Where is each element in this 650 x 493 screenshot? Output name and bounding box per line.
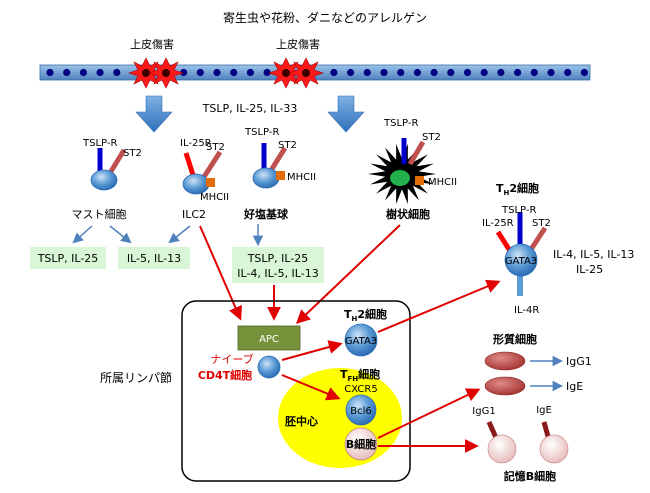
th2-gata3-label: GATA3 [345, 336, 377, 347]
tfh-label-sub: FH [348, 375, 359, 383]
tfh-label-prefix: T [340, 368, 348, 381]
mast-cell [90, 148, 127, 191]
ilc2-to-apc-arrow [199, 225, 242, 321]
memory-igg1-label: IgG1 [472, 406, 495, 417]
dendritic-tslpr-label: TSLP-R [383, 118, 418, 129]
dendritic-to-apc-arrow [295, 224, 401, 324]
ilc2-label: ILC2 [182, 208, 206, 221]
tfh-label: TFH細胞 [340, 367, 380, 383]
apc-label: APC [259, 334, 279, 345]
b-cell-label: B細胞 [346, 437, 376, 451]
th2-node-label-prefix: T [344, 308, 352, 321]
th2-effector-il4r-label: IL-4R [514, 305, 539, 316]
ige-secreted-label: IgE [566, 380, 583, 393]
basophil-st2-label: ST2 [278, 140, 297, 151]
th2-products-line-1: IL-4, IL-5, IL-13 [553, 248, 634, 261]
basophil-tslpr-label: TSLP-R [244, 127, 279, 138]
mast-st2-label: ST2 [123, 148, 142, 159]
naive-cd4-t-cell [257, 355, 281, 379]
diagram-title: 寄生虫や花粉、ダニなどのアレルゲン [223, 10, 427, 25]
germinal-center-label: 胚中心 [284, 414, 318, 428]
ilc2-mhcii-label: MHCII [200, 192, 229, 203]
b-cell [344, 427, 378, 461]
memory-b-cell-label: 記憶B細胞 [504, 469, 556, 483]
cxcr5-label: CXCR5 [344, 384, 377, 395]
dendritic-cell [368, 138, 436, 205]
damage-burst-right [268, 57, 324, 89]
th2-effector-st2-label: ST2 [532, 218, 551, 229]
b-cell-to-plasma-arrow [377, 388, 481, 439]
mast-to-products-arrow-2 [109, 225, 132, 244]
mast-products-label: TSLP, IL-25 [37, 252, 99, 265]
ilc2-il25r-label: IL-25R [180, 138, 212, 149]
th2-effector-il25r-label: IL-25R [482, 218, 514, 229]
igg1-secreted-label: IgG1 [566, 355, 592, 368]
basophil-cell [252, 143, 288, 189]
damage-burst-left [128, 57, 184, 89]
dendritic-mhcii-label: MHCII [428, 177, 457, 188]
ilc2-products-label: IL-5, IL-13 [127, 252, 181, 265]
plasma-cell-label: 形質細胞 [493, 332, 537, 346]
memory-b-cell-igg1 [486, 420, 517, 464]
dendritic-st2-label: ST2 [422, 132, 441, 143]
epithelial-cytokines-label: TSLP, IL-25, IL-33 [202, 102, 298, 115]
ilc2-to-products-arrow [168, 225, 191, 244]
plasma-cell-ige [484, 376, 526, 396]
plasma-cell-igg1 [484, 351, 526, 371]
th2-effector-label-suffix: 2細胞 [509, 181, 539, 195]
naive-to-th2-arrow [281, 340, 343, 361]
release-arrow-right [327, 95, 365, 133]
th2-cell-lymph-node [344, 323, 378, 357]
tfh-bcl6-label: Bcl6 [350, 406, 372, 417]
basophil-products-box [232, 247, 324, 283]
th2-effector-label-prefix: T [496, 182, 504, 195]
release-arrow-left [135, 95, 173, 133]
tfh-cell [345, 394, 377, 426]
th2-effector-tslpr-label: TSLP-R [501, 205, 536, 216]
th2-node-label-sub: H [352, 315, 358, 323]
dendritic-cell-label: 樹状細胞 [386, 207, 430, 221]
memory-b-cell-ige [539, 421, 569, 464]
tfh-label-suffix: 細胞 [358, 367, 380, 381]
th2-node-label-suffix: 2細胞 [357, 307, 387, 321]
mast-to-products-arrow-1 [72, 225, 93, 244]
basophil-products-line-2: IL-4, IL-5, IL-13 [237, 267, 318, 280]
th2-effector-label-sub: H [504, 189, 510, 197]
mast-tslpr-label: TSLP-R [82, 138, 117, 149]
th2-effector-gata3-label: GATA3 [505, 256, 537, 267]
naive-label-line-1: ナイーブ [210, 352, 253, 366]
basophil-products-line-1: TSLP, IL-25 [247, 252, 309, 265]
th2-node-label: TH2細胞 [344, 307, 387, 323]
th2-effector-label: TH2細胞 [496, 181, 539, 197]
lymph-node-box [181, 300, 411, 482]
ilc2-cell [182, 150, 223, 195]
mast-cell-label: マスト細胞 [72, 208, 127, 221]
apc-block [237, 325, 301, 351]
basophil-label: 好塩基球 [243, 207, 289, 221]
memory-ige-label: IgE [536, 405, 552, 416]
ilc2-st2-label: ST2 [206, 142, 225, 153]
epithelial-cell-nuclei [46, 68, 589, 77]
naive-to-tfh-arrow [281, 374, 341, 401]
epithelium-layer [39, 57, 591, 89]
th2-products-line-2: IL-25 [576, 263, 603, 276]
lymph-node-label: 所属リンパ節 [100, 370, 172, 385]
epithelial-damage-label-right: 上皮傷害 [276, 37, 320, 51]
basophil-mhcii-label: MHCII [287, 172, 316, 183]
th2-to-effector-arrow [377, 279, 501, 333]
naive-label-line-2: CD4T細胞 [198, 368, 252, 382]
epithelial-damage-label-left: 上皮傷害 [130, 37, 174, 51]
mast-products-box [30, 247, 106, 269]
ilc2-products-box [118, 247, 190, 269]
th2-effector-cell [495, 212, 548, 296]
